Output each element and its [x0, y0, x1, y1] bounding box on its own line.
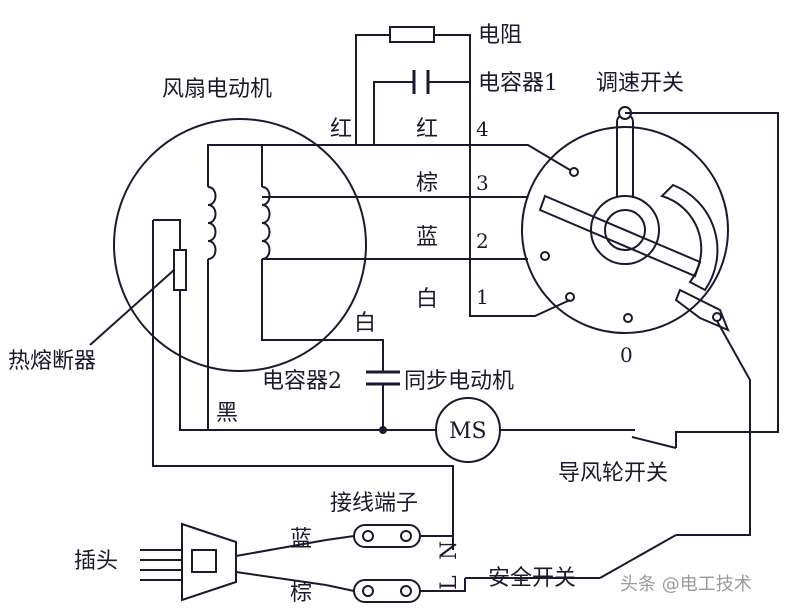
sync-motor-label: 同步电动机	[404, 369, 514, 394]
wire-white-cap-label: 白	[354, 311, 376, 336]
plug-pins	[140, 549, 182, 581]
safety-switch-label: 安全开关	[488, 566, 576, 591]
plug-label: 插头	[74, 549, 118, 574]
speed-switch-hub-outer	[590, 195, 660, 265]
speed-switch-hub-inner	[604, 209, 646, 251]
sync-motor-symbol: MS	[449, 419, 487, 444]
louver-switch-label: 导风轮开关	[558, 461, 668, 486]
wire-4-to-switch	[470, 144, 571, 171]
louver-switch-wire	[675, 112, 779, 448]
terminal-block-label: 接线端子	[330, 491, 418, 516]
speed-switch-paddle	[674, 288, 730, 332]
terminal-screw-1	[362, 530, 374, 542]
wire-red-outer-label: 红	[330, 117, 352, 142]
wire-blue-label: 蓝	[416, 225, 438, 250]
plug-body	[181, 522, 237, 602]
wire-black-label: 黑	[216, 401, 238, 426]
motor-common-wire	[207, 144, 528, 187]
junction-dot	[379, 426, 387, 434]
terminal-screw-4	[400, 585, 412, 597]
wire-brown-label: 棕	[416, 171, 438, 196]
motor-winding-1	[207, 186, 217, 260]
capacitor1-wire	[373, 81, 470, 145]
thermal-fuse-wire	[152, 220, 454, 540]
fan-motor-circle	[113, 118, 367, 372]
watermark: 头条 @电工技术	[620, 574, 752, 595]
thermal-fuse-symbol	[173, 249, 187, 291]
plug-cord	[235, 539, 327, 586]
resistor-symbol	[389, 26, 435, 43]
motor-winding-2	[261, 186, 271, 260]
wire-red-label: 红	[416, 117, 438, 142]
safety-switch-wire	[452, 540, 600, 579]
pos4-label: 4	[476, 117, 489, 141]
speed-switch-label: 调速开关	[596, 71, 684, 96]
pos2-label: 2	[476, 229, 489, 253]
speed-contact-2	[540, 251, 550, 261]
thermal-fuse-leader	[89, 269, 175, 346]
resistor-label: 电阻	[478, 23, 522, 48]
plug-blue-label: 蓝	[290, 527, 312, 552]
speed-switch-arc	[660, 183, 719, 292]
motor-black-wire	[207, 259, 436, 431]
terminal-screw-3	[362, 585, 374, 597]
plug-socket	[191, 549, 217, 573]
thermal-fuse-wire-2	[153, 219, 208, 431]
pos1-label: 1	[476, 285, 489, 309]
louver-switch-blade	[631, 436, 677, 449]
wire-1-to-switch	[469, 299, 571, 317]
pin-l-label: L	[437, 575, 462, 590]
speed-switch-out-wire	[676, 320, 751, 536]
speed-contact-4	[569, 167, 579, 177]
white-wire	[261, 259, 384, 372]
terminal-screw-2	[400, 530, 412, 542]
speed-switch-body	[521, 126, 729, 334]
capacitor2-label: 电容器2	[262, 369, 342, 394]
pos0-label: 0	[620, 343, 633, 367]
fan-motor-label: 风扇电动机	[162, 77, 272, 102]
thermal-fuse-label: 热熔断器	[8, 349, 96, 374]
pin-n-label: N	[437, 541, 462, 560]
terminal-wires	[325, 535, 466, 592]
safety-switch-blade	[599, 534, 677, 579]
speed-contact-out	[712, 312, 722, 322]
capacitor1-label: 电容器1	[478, 71, 558, 96]
speed-contact-1	[565, 292, 575, 302]
wire-white-label: 白	[416, 287, 438, 312]
resistor-wire	[355, 34, 471, 300]
speed-contact-0	[623, 313, 633, 323]
pos3-label: 3	[476, 171, 489, 195]
plug-brown-label: 棕	[290, 581, 312, 606]
